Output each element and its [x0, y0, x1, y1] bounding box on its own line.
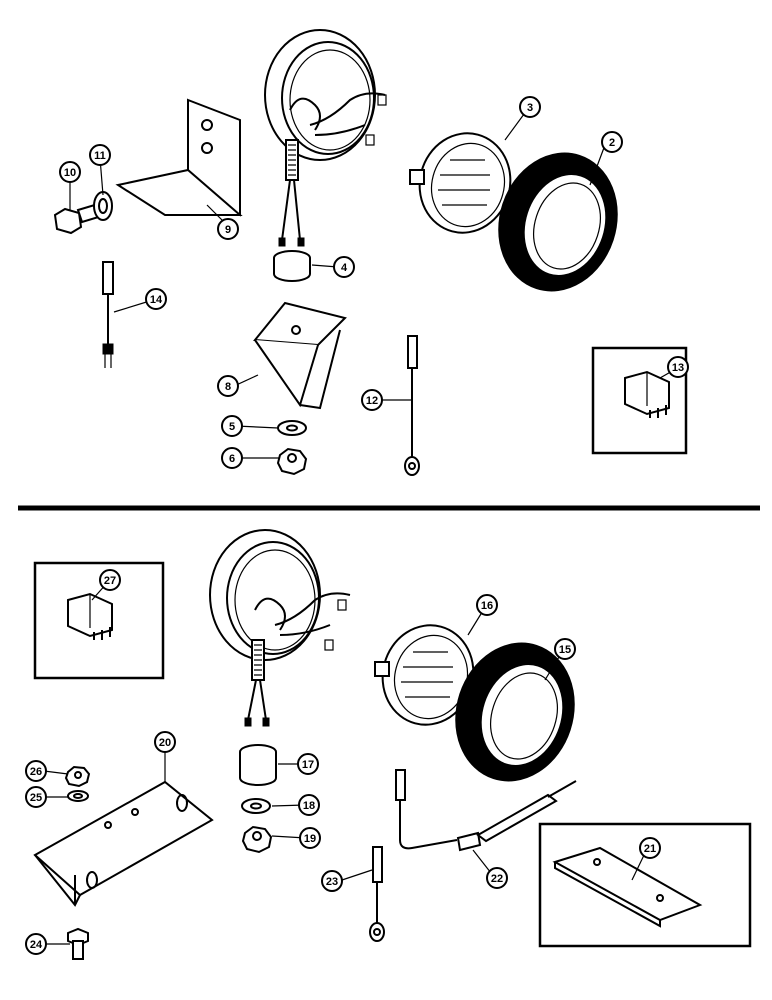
svg-text:13: 13 [672, 362, 684, 374]
callout-19: 19 [299, 827, 321, 849]
lamp-housing-upper [264, 29, 387, 247]
svg-text:24: 24 [30, 939, 43, 951]
svg-text:4: 4 [341, 262, 348, 274]
callout-21: 21 [639, 837, 661, 859]
svg-text:14: 14 [150, 294, 163, 306]
callout-18: 18 [298, 794, 320, 816]
callout-3: 3 [519, 96, 541, 118]
ground-wire-23 [369, 846, 385, 942]
nut-19 [241, 825, 273, 854]
svg-text:16: 16 [481, 600, 493, 612]
rubber-ring-2 [498, 152, 618, 292]
washer-18 [241, 798, 271, 814]
svg-text:22: 22 [491, 873, 503, 885]
callout-25: 25 [25, 786, 47, 808]
svg-text:6: 6 [229, 453, 235, 465]
callout-5: 5 [221, 415, 243, 437]
callout-12: 12 [361, 389, 383, 411]
lockwasher-11 [93, 191, 113, 221]
svg-text:19: 19 [304, 833, 316, 845]
svg-text:25: 25 [30, 792, 42, 804]
callout-4: 4 [333, 256, 355, 278]
svg-text:23: 23 [326, 876, 338, 888]
callout-13: 13 [667, 356, 689, 378]
callout-8: 8 [217, 375, 239, 397]
callout-11: 11 [89, 144, 111, 166]
callout-10: 10 [59, 161, 81, 183]
callout-2: 2 [601, 131, 623, 153]
wire-harness-14 [102, 261, 114, 368]
lamp-housing-lower [209, 529, 351, 727]
svg-text:17: 17 [302, 759, 314, 771]
spacer-4 [273, 250, 311, 282]
svg-text:9: 9 [225, 224, 231, 236]
relay-box-27 [33, 561, 165, 680]
washer-5 [277, 420, 307, 436]
callouts: 2 3 4 9 10 11 14 8 5 6 12 13 27 16 15 20… [25, 96, 689, 955]
svg-text:5: 5 [229, 421, 235, 433]
nut-26 [64, 765, 91, 788]
svg-text:2: 2 [609, 137, 615, 149]
svg-text:8: 8 [225, 381, 231, 393]
callout-15: 15 [554, 638, 576, 660]
svg-text:20: 20 [159, 737, 171, 749]
callout-20: 20 [154, 731, 176, 753]
svg-text:21: 21 [644, 843, 656, 855]
svg-text:27: 27 [104, 575, 116, 587]
relay-box-13 [591, 346, 688, 455]
sender-cable-22 [395, 769, 577, 852]
callout-16: 16 [476, 594, 498, 616]
svg-text:10: 10 [64, 167, 76, 179]
ground-wire-12 [404, 335, 420, 476]
bracket-9 [115, 98, 243, 217]
svg-text:11: 11 [94, 150, 106, 162]
callout-27: 27 [99, 569, 121, 591]
bracket-8 [253, 301, 347, 410]
svg-text:12: 12 [366, 395, 378, 407]
angle-bracket-20 [33, 780, 214, 907]
callout-9: 9 [217, 218, 239, 240]
bolt-24 [67, 927, 89, 960]
strap-box-21 [538, 822, 752, 948]
callout-23: 23 [321, 870, 343, 892]
spacer-17 [239, 744, 277, 786]
callout-17: 17 [297, 753, 319, 775]
svg-text:15: 15 [559, 644, 571, 656]
callout-22: 22 [486, 867, 508, 889]
svg-text:3: 3 [527, 102, 533, 114]
nut-6 [276, 447, 308, 476]
svg-text:18: 18 [303, 800, 315, 812]
svg-text:26: 26 [30, 766, 42, 778]
callout-6: 6 [221, 447, 243, 469]
callout-24: 24 [25, 933, 47, 955]
callout-26: 26 [25, 760, 47, 782]
rubber-ring-15 [455, 642, 575, 782]
washer-25 [67, 790, 89, 802]
callout-14: 14 [145, 288, 167, 310]
